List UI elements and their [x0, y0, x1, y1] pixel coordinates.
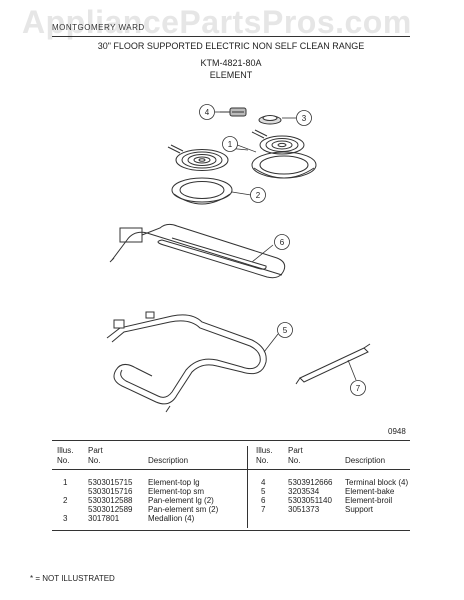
pan-element-sm-part: [251, 151, 317, 179]
col-header-part-line2-right: No.: [288, 456, 301, 465]
col-header-illus-right: Illus.No.: [256, 446, 272, 466]
table-cell-description: Element-top sm: [148, 487, 205, 496]
svg-text:1: 1: [228, 140, 233, 149]
svg-text:6: 6: [280, 238, 285, 247]
callout-7: 7: [350, 380, 366, 396]
terminal-block-part: [220, 107, 247, 117]
svg-text:3: 3: [302, 114, 307, 123]
support-part: [295, 343, 371, 385]
medallion-part: [258, 115, 282, 125]
table-cell-description: Pan-element sm (2): [148, 505, 219, 514]
table-cell-part: 5303051140: [288, 496, 332, 505]
table-header-rule: [52, 469, 410, 470]
page-title: 30" FLOOR SUPPORTED ELECTRIC NON SELF CL…: [97, 41, 365, 51]
table-top-rule: [52, 440, 410, 441]
table-cell-part: 3203534: [288, 487, 320, 496]
table-cell-illus: 6: [261, 496, 266, 505]
col-header-part-line2: No.: [88, 456, 101, 465]
col-header-illus-line2: No.: [57, 456, 70, 465]
table-cell-part: 5303012588: [88, 496, 133, 505]
svg-text:2: 2: [256, 191, 261, 200]
callout-5: 5: [277, 322, 293, 338]
table-cell-description: Pan-element lg (2): [148, 496, 214, 505]
callout-2: 2: [250, 187, 266, 203]
svg-text:5: 5: [283, 326, 288, 335]
col-header-description-left: Description: [148, 456, 189, 465]
top-element-lg-part: [167, 144, 229, 171]
table-bottom-rule: [52, 530, 410, 531]
callout-3: 3: [296, 110, 312, 126]
col-header-illus-line1-right: Illus.: [256, 446, 273, 455]
leader-lines: [215, 111, 357, 381]
table-cell-description: Element-broil: [345, 496, 393, 505]
section-title: ELEMENT: [209, 70, 253, 80]
table-cell-illus: 5: [261, 487, 266, 496]
table-cell-illus: 2: [63, 496, 68, 505]
table-divider: [247, 446, 248, 528]
parts-diagram: 4 3 1 2 6 5 7: [106, 104, 371, 413]
bake-element-part: [106, 311, 267, 413]
pan-element-lg-part: [171, 177, 233, 205]
table-cell-part: 3051373: [288, 505, 320, 514]
table-cell-description: Element-top lg: [148, 478, 200, 487]
table-cell-description: Terminal block (4): [345, 478, 409, 487]
callout-6: 6: [274, 234, 290, 250]
header-rule: [52, 36, 410, 37]
table-cell-illus: 1: [63, 478, 68, 487]
model-number: KTM-4821-80A: [200, 58, 262, 68]
col-header-illus-left: Illus.No.: [57, 446, 73, 466]
svg-text:7: 7: [356, 384, 361, 393]
figure-number: 0948: [388, 427, 406, 436]
col-header-illus-line1: Illus.: [57, 446, 74, 455]
table-cell-part: 5303015715: [88, 478, 133, 487]
svg-text:4: 4: [205, 108, 210, 117]
callout-1: 1: [222, 136, 238, 152]
manufacturer-label: MONTGOMERY WARD: [52, 23, 145, 32]
table-cell-description: Medallion (4): [148, 514, 195, 523]
table-cell-part: 5303015716: [88, 487, 133, 496]
table-cell-illus: 7: [261, 505, 266, 514]
col-header-part-line1: Part: [88, 446, 103, 455]
not-illustrated-note: * = NOT ILLUSTRATED: [30, 574, 115, 583]
top-element-sm-part: [251, 129, 305, 155]
col-header-description-right: Description: [345, 456, 386, 465]
table-cell-part: 3017801: [88, 514, 120, 523]
col-header-illus-line2-right: No.: [256, 456, 269, 465]
table-cell-illus: 3: [63, 514, 68, 523]
table-cell-description: Element-bake: [345, 487, 395, 496]
callout-4: 4: [199, 104, 215, 120]
watermark: AppliancePartsPros.com: [22, 4, 412, 40]
table-cell-part: 5303912666: [288, 478, 333, 487]
col-header-part-line1-right: Part: [288, 446, 303, 455]
table-cell-description: Support: [345, 505, 374, 514]
table-cell-illus: 4: [261, 478, 266, 487]
table-cell-part: 5303012589: [88, 505, 133, 514]
broil-element-part: [109, 223, 286, 279]
